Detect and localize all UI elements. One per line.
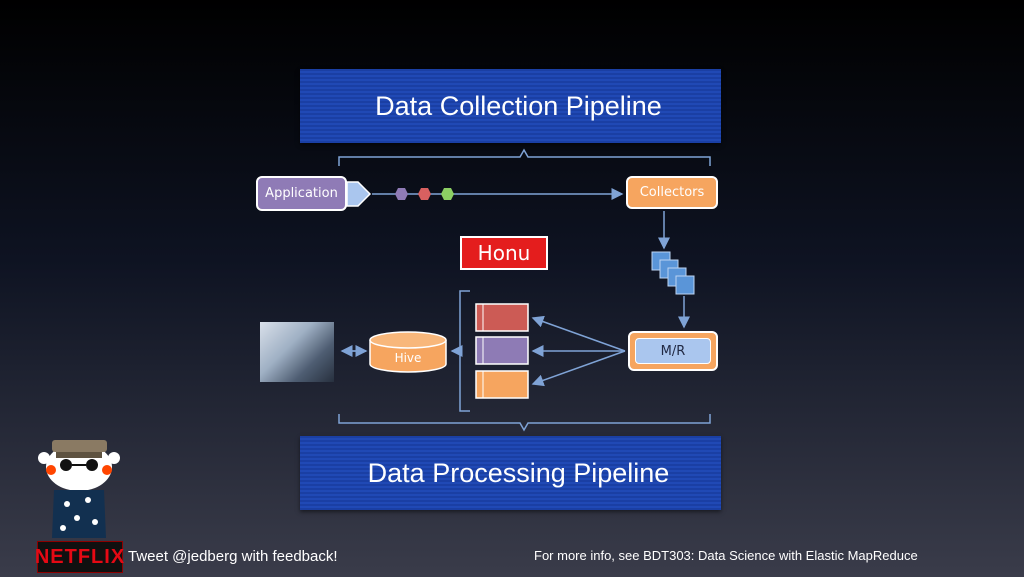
application-box: Application [256, 176, 347, 211]
data-collection-banner: Data Collection Pipeline [300, 69, 721, 143]
output-table-2 [475, 336, 529, 365]
reddit-mascot-image [38, 440, 120, 538]
collectors-label: Collectors [639, 185, 705, 200]
mr-to-output-1-arrow [531, 315, 626, 352]
application-chevron [346, 181, 372, 207]
netflix-logo: NETFLIX [34, 541, 126, 573]
mapreduce-box: M/R [628, 331, 718, 371]
more-info-text: For more info, see BDT303: Data Science … [534, 548, 918, 563]
mr-to-output-3-arrow [531, 350, 626, 387]
event-hexagon-purple [395, 188, 408, 200]
bottom-bracket [338, 414, 711, 432]
tweet-feedback-text: Tweet @jedberg with feedback! [128, 548, 338, 565]
event-hexagons [395, 188, 454, 200]
data-processing-banner: Data Processing Pipeline [300, 436, 721, 510]
honu-box: Honu [460, 236, 548, 270]
data-processing-title: Data Processing Pipeline [367, 457, 670, 488]
output-bracket [459, 290, 470, 412]
hive-cylinder: Hive [369, 331, 447, 373]
log-file-stack [651, 251, 695, 295]
data-collection-title: Data Collection Pipeline [375, 90, 662, 121]
mapreduce-label: M/R [660, 343, 686, 359]
event-hexagon-green [441, 188, 454, 200]
honu-label: Honu [477, 241, 531, 265]
analysts-photo [260, 322, 334, 382]
mapreduce-inner: M/R [635, 338, 711, 364]
event-hexagon-red [418, 188, 431, 200]
hive-label: Hive [395, 351, 422, 365]
netflix-logo-text: NETFLIX [34, 545, 126, 568]
collectors-box: Collectors [626, 176, 718, 209]
top-bracket [338, 148, 711, 166]
application-label: Application [265, 186, 338, 201]
output-table-3 [475, 370, 529, 399]
output-table-1 [475, 303, 529, 332]
